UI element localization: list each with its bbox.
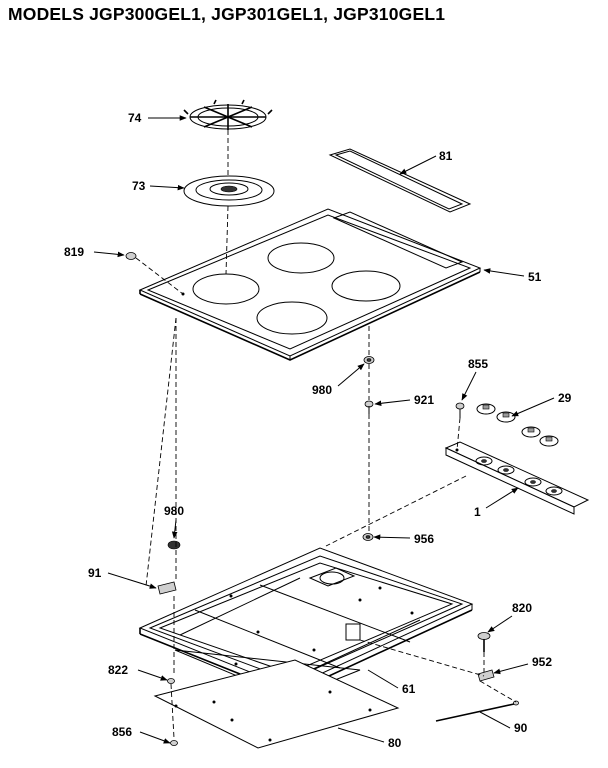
callout-1: 1 bbox=[474, 505, 481, 519]
callout-51: 51 bbox=[528, 270, 542, 284]
part-855-screw bbox=[455, 402, 465, 418]
callout-819: 819 bbox=[64, 245, 84, 259]
models-title: MODELS JGP300GEL1, JGP301GEL1, JGP310GEL… bbox=[8, 4, 446, 24]
callout-73: 73 bbox=[132, 179, 146, 193]
callout-81: 81 bbox=[439, 149, 453, 163]
part-822-screw bbox=[167, 678, 175, 684]
part-73-burner-bowl bbox=[183, 175, 275, 207]
leader-arrows bbox=[93, 115, 555, 744]
callout-980-upper: 980 bbox=[312, 383, 332, 397]
callout-822: 822 bbox=[108, 663, 128, 677]
callout-820: 820 bbox=[512, 601, 532, 615]
callout-952: 952 bbox=[532, 655, 552, 669]
callout-29: 29 bbox=[558, 391, 572, 405]
callout-74: 74 bbox=[128, 111, 142, 125]
part-820-screw bbox=[477, 632, 491, 652]
part-29-knobs bbox=[476, 403, 559, 447]
part-980-grommet-upper bbox=[363, 356, 375, 364]
callout-956: 956 bbox=[414, 532, 434, 546]
part-980-grommet-lower bbox=[167, 540, 181, 550]
callout-921: 921 bbox=[414, 393, 434, 407]
part-91-bracket bbox=[157, 581, 177, 595]
callout-980-lower: 980 bbox=[164, 504, 184, 518]
part-952-clip bbox=[477, 669, 495, 682]
part-1-control-panel bbox=[444, 441, 590, 515]
part-956-clip bbox=[362, 533, 374, 541]
part-74-burner-grate bbox=[183, 99, 273, 130]
part-81-trim-strip bbox=[328, 148, 472, 213]
callout-856: 856 bbox=[112, 725, 132, 739]
part-51-cooktop bbox=[138, 208, 482, 361]
part-819-screw bbox=[125, 252, 137, 260]
part-80-bottom-panel bbox=[153, 659, 400, 749]
part-90-rod bbox=[435, 700, 519, 722]
part-921-screw bbox=[364, 400, 374, 414]
part-856-screw bbox=[170, 740, 178, 746]
callout-61: 61 bbox=[402, 682, 416, 696]
callout-855: 855 bbox=[468, 357, 488, 371]
callout-80: 80 bbox=[388, 736, 402, 750]
callout-90: 90 bbox=[514, 721, 528, 735]
callout-91: 91 bbox=[88, 566, 102, 580]
callout-labels: 74 73 81 819 51 980 921 855 29 1 980 956… bbox=[64, 111, 572, 750]
